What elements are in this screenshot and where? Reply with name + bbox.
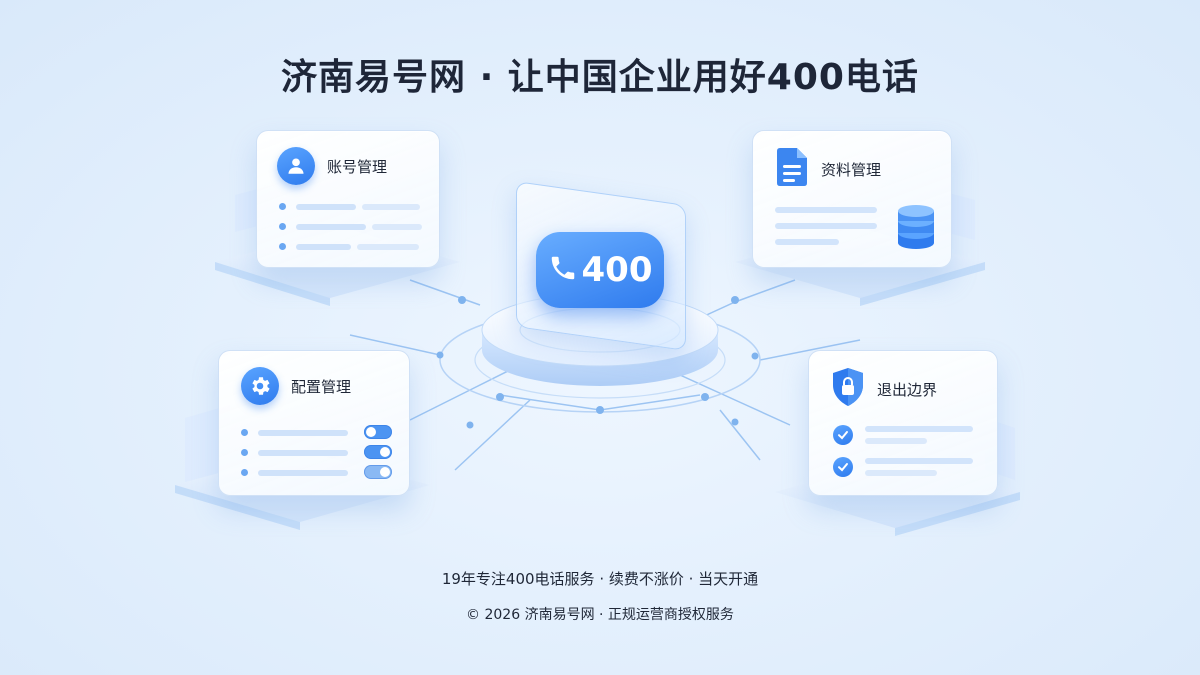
card-exit-boundary[interactable]: 退出边界 bbox=[808, 350, 998, 496]
check-icon bbox=[833, 425, 853, 445]
list-item bbox=[279, 203, 420, 210]
card-account-management[interactable]: 账号管理 bbox=[256, 130, 440, 268]
phone-icon bbox=[548, 253, 578, 287]
list-item bbox=[241, 449, 348, 456]
page-title: 济南易号网 · 让中国企业用好400电话 bbox=[281, 57, 919, 98]
file-bar bbox=[775, 223, 877, 229]
list-item bbox=[279, 243, 419, 250]
check-item bbox=[833, 425, 973, 445]
footer-copyright: © 2026 济南易号网 · 正规运营商授权服务 bbox=[466, 607, 734, 623]
list-item bbox=[241, 429, 348, 436]
shield-lock-icon bbox=[831, 367, 865, 411]
toggle-switch[interactable] bbox=[364, 445, 392, 459]
card-files-title: 资料管理 bbox=[821, 160, 882, 179]
gear-icon bbox=[241, 367, 279, 405]
footer-tagline: 19年专注400电话服务 · 续费不涨价 · 当天开通 bbox=[441, 570, 759, 588]
badge-400[interactable]: 400 bbox=[536, 232, 664, 308]
card-account-title: 账号管理 bbox=[327, 157, 388, 176]
file-bar bbox=[775, 207, 877, 213]
list-item bbox=[241, 469, 348, 476]
card-config-title: 配置管理 bbox=[291, 377, 352, 396]
card-files-management[interactable]: 资料管理 bbox=[752, 130, 952, 268]
user-icon bbox=[277, 147, 315, 185]
badge-400-text: 400 bbox=[581, 250, 653, 290]
file-bar bbox=[775, 239, 839, 245]
toggle-switch[interactable] bbox=[364, 465, 392, 479]
card-exit-title: 退出边界 bbox=[877, 380, 938, 399]
document-icon bbox=[775, 147, 809, 191]
toggle-switch[interactable] bbox=[364, 425, 392, 439]
list-item bbox=[279, 223, 422, 230]
check-icon bbox=[833, 457, 853, 477]
card-config-management[interactable]: 配置管理 bbox=[218, 350, 410, 496]
check-item bbox=[833, 457, 973, 477]
database-icon bbox=[897, 203, 935, 255]
